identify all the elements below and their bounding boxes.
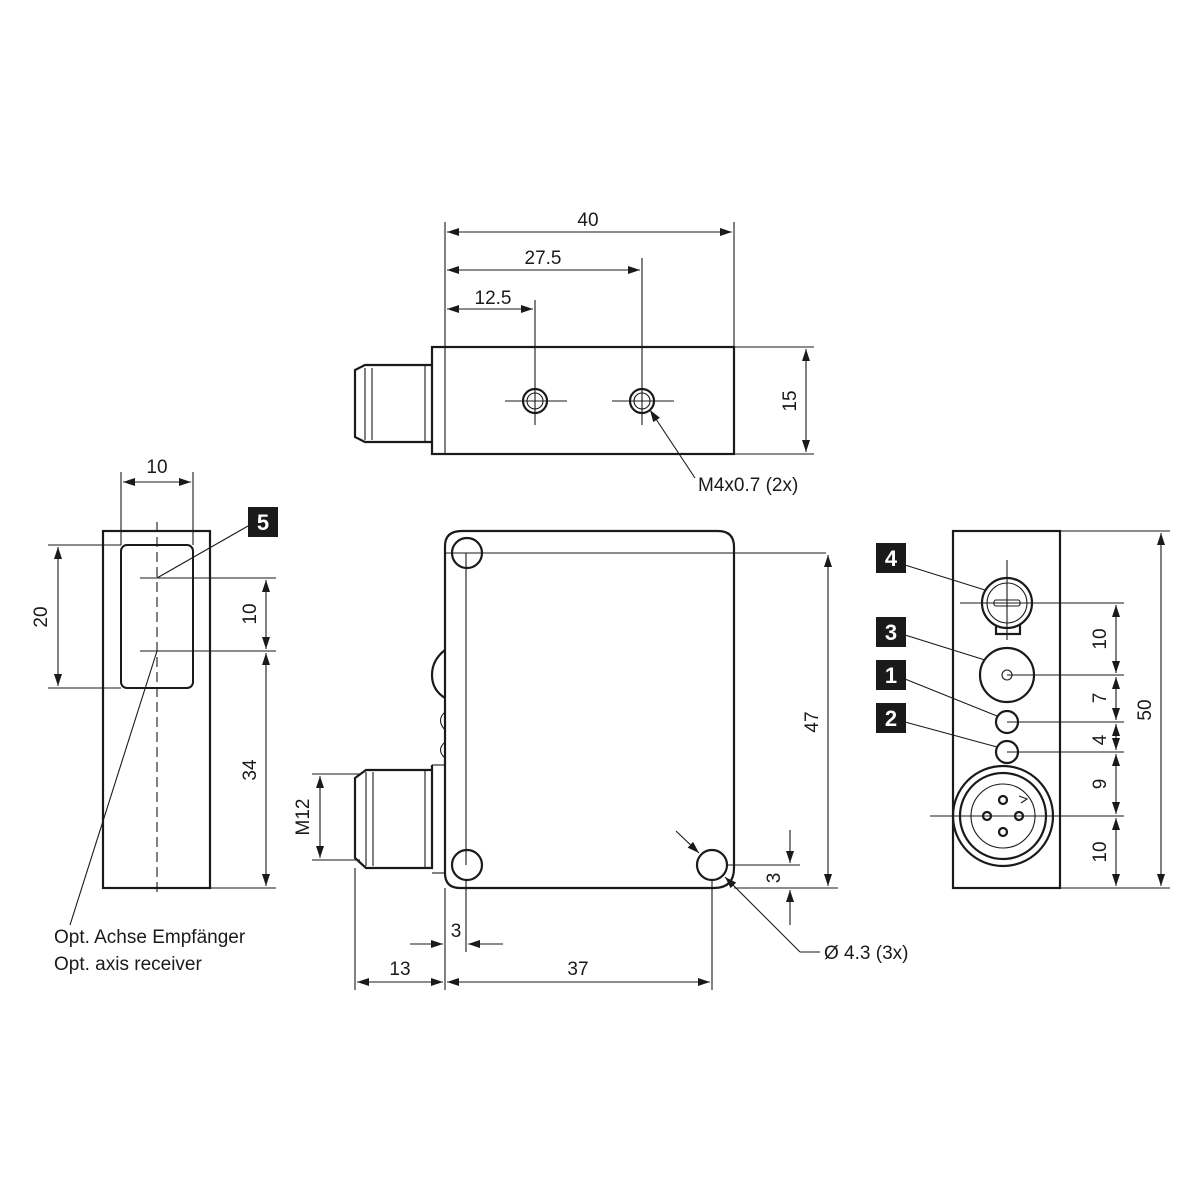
dim-left-width: 10 [146, 457, 167, 478]
dim-right-total: 50 [1135, 699, 1156, 720]
dim-left-axis-gap: 10 [240, 603, 261, 624]
top-body [430, 345, 736, 456]
tag-5: 5 [257, 510, 269, 535]
led-3 [978, 646, 1124, 704]
dim-front-offset: 3 [451, 921, 462, 942]
tag-2: 2 [885, 706, 897, 731]
dim-top-height: 15 [780, 390, 801, 411]
top-connector [353, 363, 432, 444]
axis-label-de: Opt. Achse Empfänger [54, 927, 246, 948]
dim-right-d5: 10 [1090, 841, 1111, 862]
dim-right-d1: 10 [1090, 628, 1111, 649]
dim-front-hole-edge: 3 [764, 873, 785, 884]
connector-face [930, 764, 1124, 868]
top-view: 40 27.5 12.5 15 M4x0.7 (2x) [353, 210, 814, 496]
tag-3: 3 [885, 620, 897, 645]
tag-5-box [248, 507, 278, 537]
dim-top-hole2: 27.5 [525, 248, 562, 269]
thread-callout: M4x0.7 (2x) [698, 475, 798, 496]
front-view: M12 47 3 13 37 3 Ø 4.3 (3x) [293, 529, 908, 990]
front-body [443, 529, 736, 890]
threaded-hole-2 [612, 380, 674, 425]
hole-dia-callout: Ø 4.3 (3x) [824, 943, 908, 964]
front-connector [353, 765, 434, 870]
mount-hole-top-left [450, 536, 826, 570]
mount-hole-bottom-right [695, 848, 729, 882]
tag-4: 4 [885, 546, 898, 571]
dim-right-d4: 9 [1090, 779, 1111, 790]
tag-1: 1 [885, 663, 897, 688]
mount-hole-bottom-left [450, 848, 484, 882]
left-view: 10 20 10 34 5 Opt. Achse Empfänger Opt. … [31, 457, 278, 975]
dim-front-hole-span: 37 [567, 959, 588, 980]
dim-top-hole1: 12.5 [475, 288, 512, 309]
dim-front-connector: M12 [293, 799, 314, 836]
dim-front-connector-len: 13 [389, 959, 410, 980]
right-view: 50 10 7 4 9 10 4 3 1 2 [876, 529, 1170, 890]
right-body [951, 529, 1062, 890]
axis-label-en: Opt. axis receiver [54, 954, 202, 975]
dim-right-d3: 4 [1090, 734, 1111, 745]
led-1 [994, 709, 1124, 735]
dim-left-window: 20 [31, 606, 52, 627]
threaded-hole-1 [505, 380, 567, 425]
dim-front-height: 47 [802, 711, 823, 732]
led-2 [994, 739, 1124, 765]
dim-left-bottom: 34 [240, 759, 261, 781]
dim-right-d2: 7 [1090, 693, 1111, 704]
dim-top-width: 40 [577, 210, 598, 231]
potentiometer [960, 560, 1124, 640]
